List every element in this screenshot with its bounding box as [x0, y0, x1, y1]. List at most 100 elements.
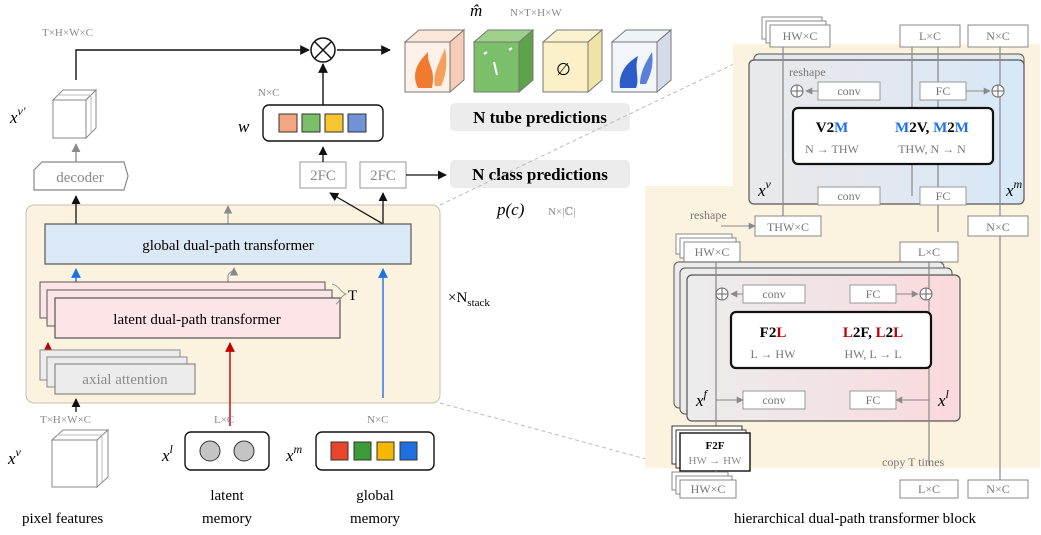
nc-top-box: [967, 24, 1029, 48]
w-dims-label: N×C: [258, 87, 279, 99]
thwc-label: THW×C: [767, 220, 809, 234]
nc-top-label: N×C: [986, 29, 1009, 43]
latent-dual-path-label: latent dual-path transformer: [113, 312, 280, 328]
tube-cube-2: [472, 28, 535, 94]
pixel-cube-output: [51, 88, 98, 140]
hwc-top-label: HW×C: [783, 29, 818, 43]
hw-l-l-label: HW, L → L: [844, 347, 901, 361]
f2f-box: [679, 432, 751, 472]
nc-bot-label: N×C: [986, 482, 1009, 496]
fc-d-label: FC: [866, 393, 881, 407]
conv-d-label: conv: [762, 393, 785, 407]
fc-c-label: FC: [866, 287, 881, 301]
fc-label-1: 2FC: [310, 168, 336, 184]
global-memory-token-2: [353, 441, 372, 461]
nstack-label: ×Nstack: [448, 290, 490, 309]
conv-c-label: conv: [762, 287, 785, 301]
dims-top-label: T×H×W×C: [42, 27, 93, 39]
latent-attention-box: [729, 310, 933, 370]
global-dual-path-label: global dual-path transformer: [142, 238, 314, 254]
global-memory-token-4: [399, 441, 418, 461]
xv-right-label: xv: [757, 177, 772, 200]
thw-n-n-label: THW, N → N: [898, 142, 966, 156]
arrow-xv-to-mult: [75, 45, 310, 80]
hwc-bot-label: HW×C: [691, 482, 726, 496]
empty-set-icon: ∅: [556, 60, 571, 79]
latent-memory-label-1: latent: [210, 488, 244, 504]
m2v-m2m-label: M2V, M2M: [895, 120, 969, 136]
axial-attention-label: axial attention: [82, 372, 168, 388]
pc-label: p(c): [496, 200, 525, 219]
dims-lc-label: L×C: [214, 414, 234, 426]
xm-right-label: xm: [1005, 177, 1023, 200]
dims-thwc-label: T×H×W×C: [40, 414, 91, 426]
lc-bot-box: [899, 479, 959, 499]
latent-memory-token-1: [199, 440, 221, 462]
v2m-label: V2M: [816, 120, 849, 136]
fc-label-2: 2FC: [370, 168, 396, 184]
mhat-dims: N×T×H×W: [510, 7, 562, 19]
fc-box-2: [359, 161, 407, 189]
tube-pred-box: [450, 103, 630, 131]
tube-cube-1: [403, 28, 466, 94]
conv-b-box: [817, 186, 881, 206]
right-caption: hierarchical dual-path transformer block: [734, 511, 976, 527]
f2f-label: F2F: [706, 440, 725, 452]
decoder-label: decoder: [56, 170, 103, 186]
xm-label: xm: [285, 442, 303, 465]
reshape-mid-label: reshape: [690, 208, 727, 222]
hwc-top-box: [769, 24, 831, 48]
xf-label: xf: [695, 387, 709, 410]
global-memory-token-1: [330, 441, 349, 461]
latent-memory-token-2: [233, 440, 255, 462]
lc-bot-label: L×C: [918, 482, 940, 496]
lc-mid-label: L×C: [918, 245, 940, 259]
mhat-label: m̂: [470, 1, 482, 20]
w-label: w: [238, 117, 250, 136]
hwc-bot-box: [679, 479, 737, 499]
global-attention-box: [791, 106, 995, 166]
lc-top-box: [899, 24, 961, 48]
reshape-top-label: reshape: [789, 65, 826, 79]
global-memory-token-3: [376, 441, 395, 461]
copy-t-label: copy T times: [882, 455, 945, 469]
xl-label: xl: [161, 442, 174, 465]
fc-box-1: [299, 161, 347, 189]
lc-top-label: L×C: [919, 29, 941, 43]
global-memory-label-1: global: [356, 488, 394, 504]
latent-memory-label-2: memory: [202, 511, 252, 527]
fc-b-label: FC: [936, 189, 951, 203]
conv-a-label: conv: [837, 84, 860, 98]
class-cell-green: [301, 113, 321, 133]
pixel-features-cube: [50, 428, 110, 489]
l-hw-label: L → HW: [751, 347, 797, 361]
conv-b-label: conv: [837, 189, 860, 203]
class-pred-box: [450, 160, 630, 188]
dims-nc-mem-label: N×C: [367, 414, 388, 426]
tube-cube-4: [610, 28, 673, 94]
nc-mid-box: [967, 215, 1029, 237]
tube-pred-label: N tube predictions: [473, 108, 607, 127]
pc-dims: N×|ℂ|: [548, 206, 575, 218]
global-dual-path-box: [44, 223, 412, 265]
fc-a-label: FC: [936, 84, 951, 98]
hwc-mid-label: HW×C: [695, 245, 730, 259]
class-cell-yellow: [324, 113, 344, 133]
class-pred-label: N class predictions: [472, 165, 608, 184]
fc-b-box: [919, 186, 967, 206]
hw-hw-label: HW → HW: [689, 455, 743, 467]
latent-memory-box: [184, 431, 270, 471]
n-thw-label: N → THW: [805, 142, 859, 156]
tube-cube-3: ∅: [541, 28, 604, 94]
xl-right-label: xl: [937, 387, 950, 410]
xv-prime-label: xv': [9, 104, 26, 127]
latent-dual-path-box: [54, 297, 341, 339]
axial-attention-box: [54, 363, 196, 395]
decoder-box: [33, 161, 129, 191]
xv-label: xv: [7, 445, 22, 468]
t-label: T: [348, 288, 357, 304]
f2l-label: F2L: [760, 325, 787, 341]
pixel-features-label: pixel features: [22, 511, 103, 527]
l2f-l2l-label: L2F, L2L: [843, 325, 903, 341]
